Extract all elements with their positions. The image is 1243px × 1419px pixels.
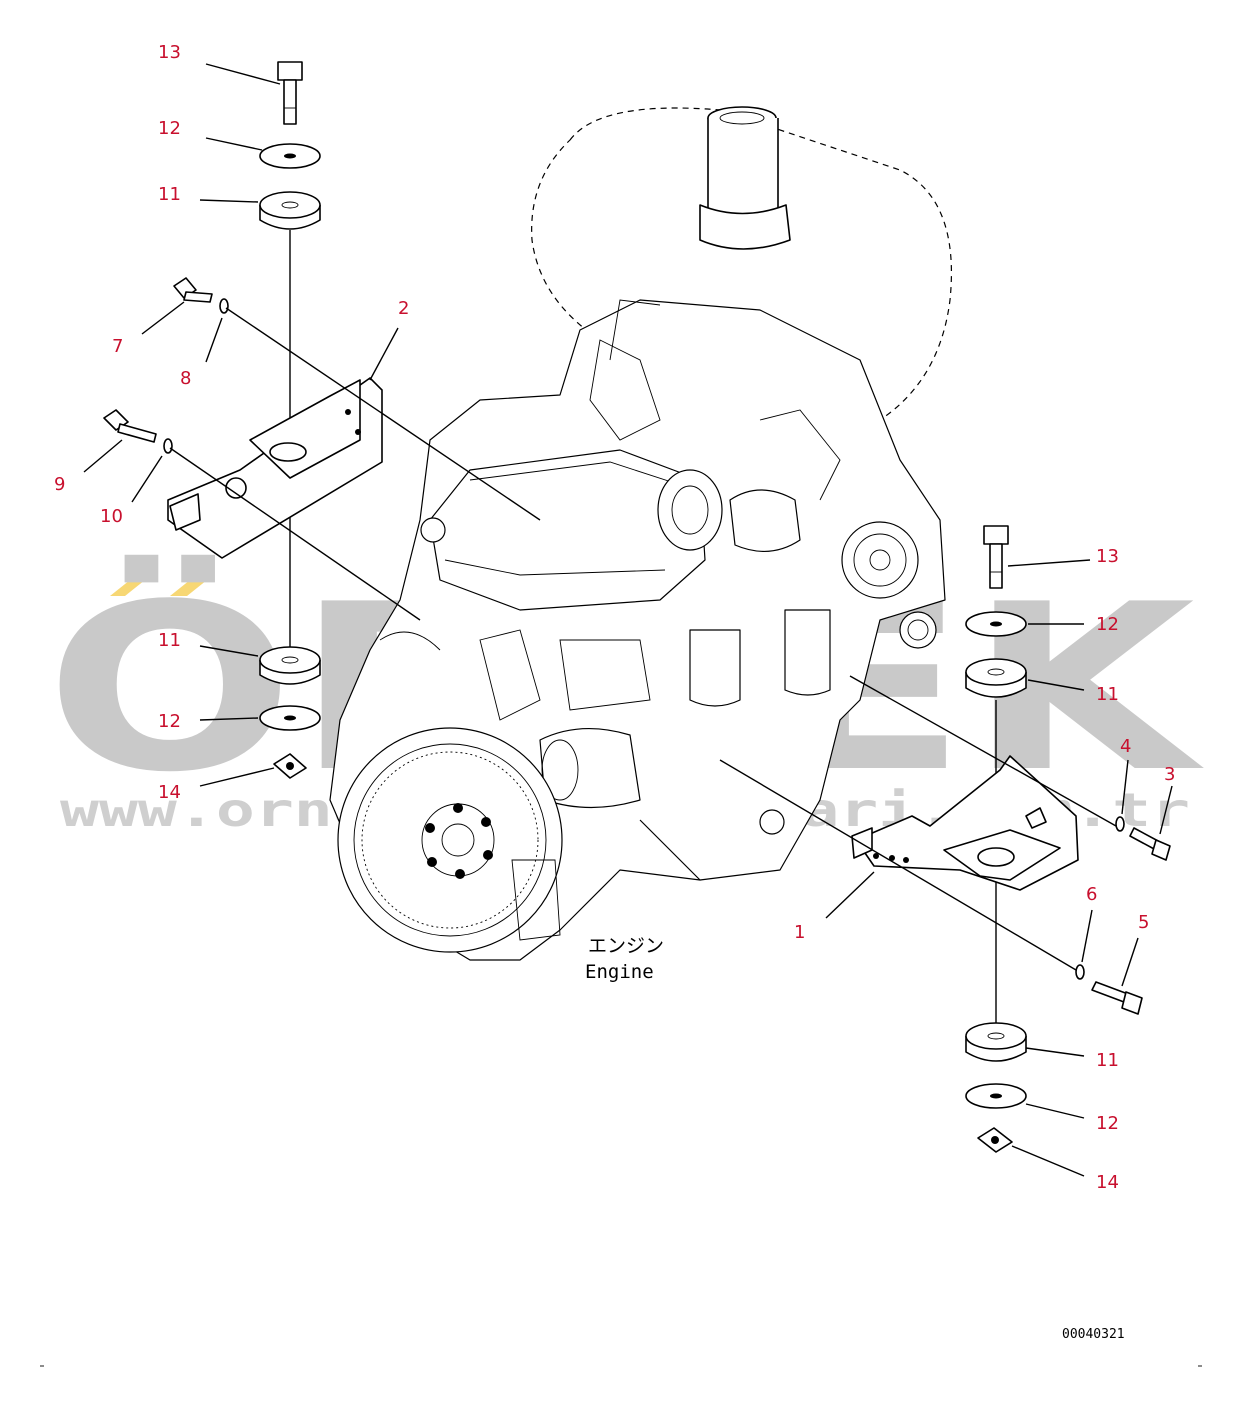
bolt-7 [173,277,213,303]
bolt-9 [103,409,157,443]
left-mount-stack [259,61,321,779]
callout-3: 3 [1164,764,1175,785]
muffler [531,107,953,421]
washer-12-right-top [965,611,1027,637]
callout-6: 6 [1086,884,1097,905]
callout-14-right: 14 [1096,1172,1119,1193]
bracket-1 [851,755,1079,891]
washer-6 [1075,964,1085,980]
engine-label-english: Engine [585,961,654,983]
bolt-5 [1091,981,1143,1015]
washer-10 [163,438,173,454]
callout-11-left-top: 11 [158,184,181,205]
callout-13-left: 13 [158,42,181,63]
callout-11-right-bottom: 11 [1096,1050,1119,1071]
cushion-11-left-top [259,191,321,230]
callout-2: 2 [398,298,409,319]
washer-12-left-bottom [259,705,321,731]
cushion-11-left-bottom [259,646,321,685]
callout-9: 9 [54,474,65,495]
callout-12-right-top: 12 [1096,614,1119,635]
watermark-accent-right [170,576,212,596]
bolt-13-left [277,61,303,125]
washer-8 [219,298,229,314]
engine-assembly [329,106,953,961]
callout-11-right-top: 11 [1096,684,1119,705]
bracket-2 [167,377,383,559]
callout-12-left-bottom: 12 [158,711,181,732]
callout-7: 7 [112,336,123,357]
callout-8: 8 [180,368,191,389]
bolt-3 [1129,827,1171,861]
bolt-13-right [983,525,1009,589]
callout-1: 1 [794,922,805,943]
callout-10: 10 [100,506,123,527]
watermark-accent-left [110,576,150,596]
callout-5: 5 [1138,912,1149,933]
callout-13-right: 13 [1096,546,1119,567]
flywheel [337,727,563,953]
callout-12-left-top: 12 [158,118,181,139]
exhaust-pipe [699,106,791,250]
nut-plate-14-left [273,753,307,779]
washer-12-right-bottom [965,1083,1027,1109]
callout-11-left-bottom: 11 [158,630,181,651]
washer-12-left-top [259,143,321,169]
callout-12-right-bottom: 12 [1096,1113,1119,1134]
engine-label-japanese: エンジン [588,935,664,957]
flywheel-bolts [425,803,493,879]
callout-14-left: 14 [158,782,181,803]
callout-4: 4 [1120,736,1131,757]
nut-plate-14-right [977,1127,1013,1153]
drawing-number: 00040321 [1062,1327,1125,1342]
washer-4 [1115,816,1125,832]
leader-lines [83,63,1173,1177]
callout-labels: 13 12 11 7 8 2 9 10 11 12 14 13 12 11 4 … [54,42,1175,1193]
cushion-11-right-bottom [965,1022,1027,1062]
cushion-11-right-top [965,658,1027,698]
